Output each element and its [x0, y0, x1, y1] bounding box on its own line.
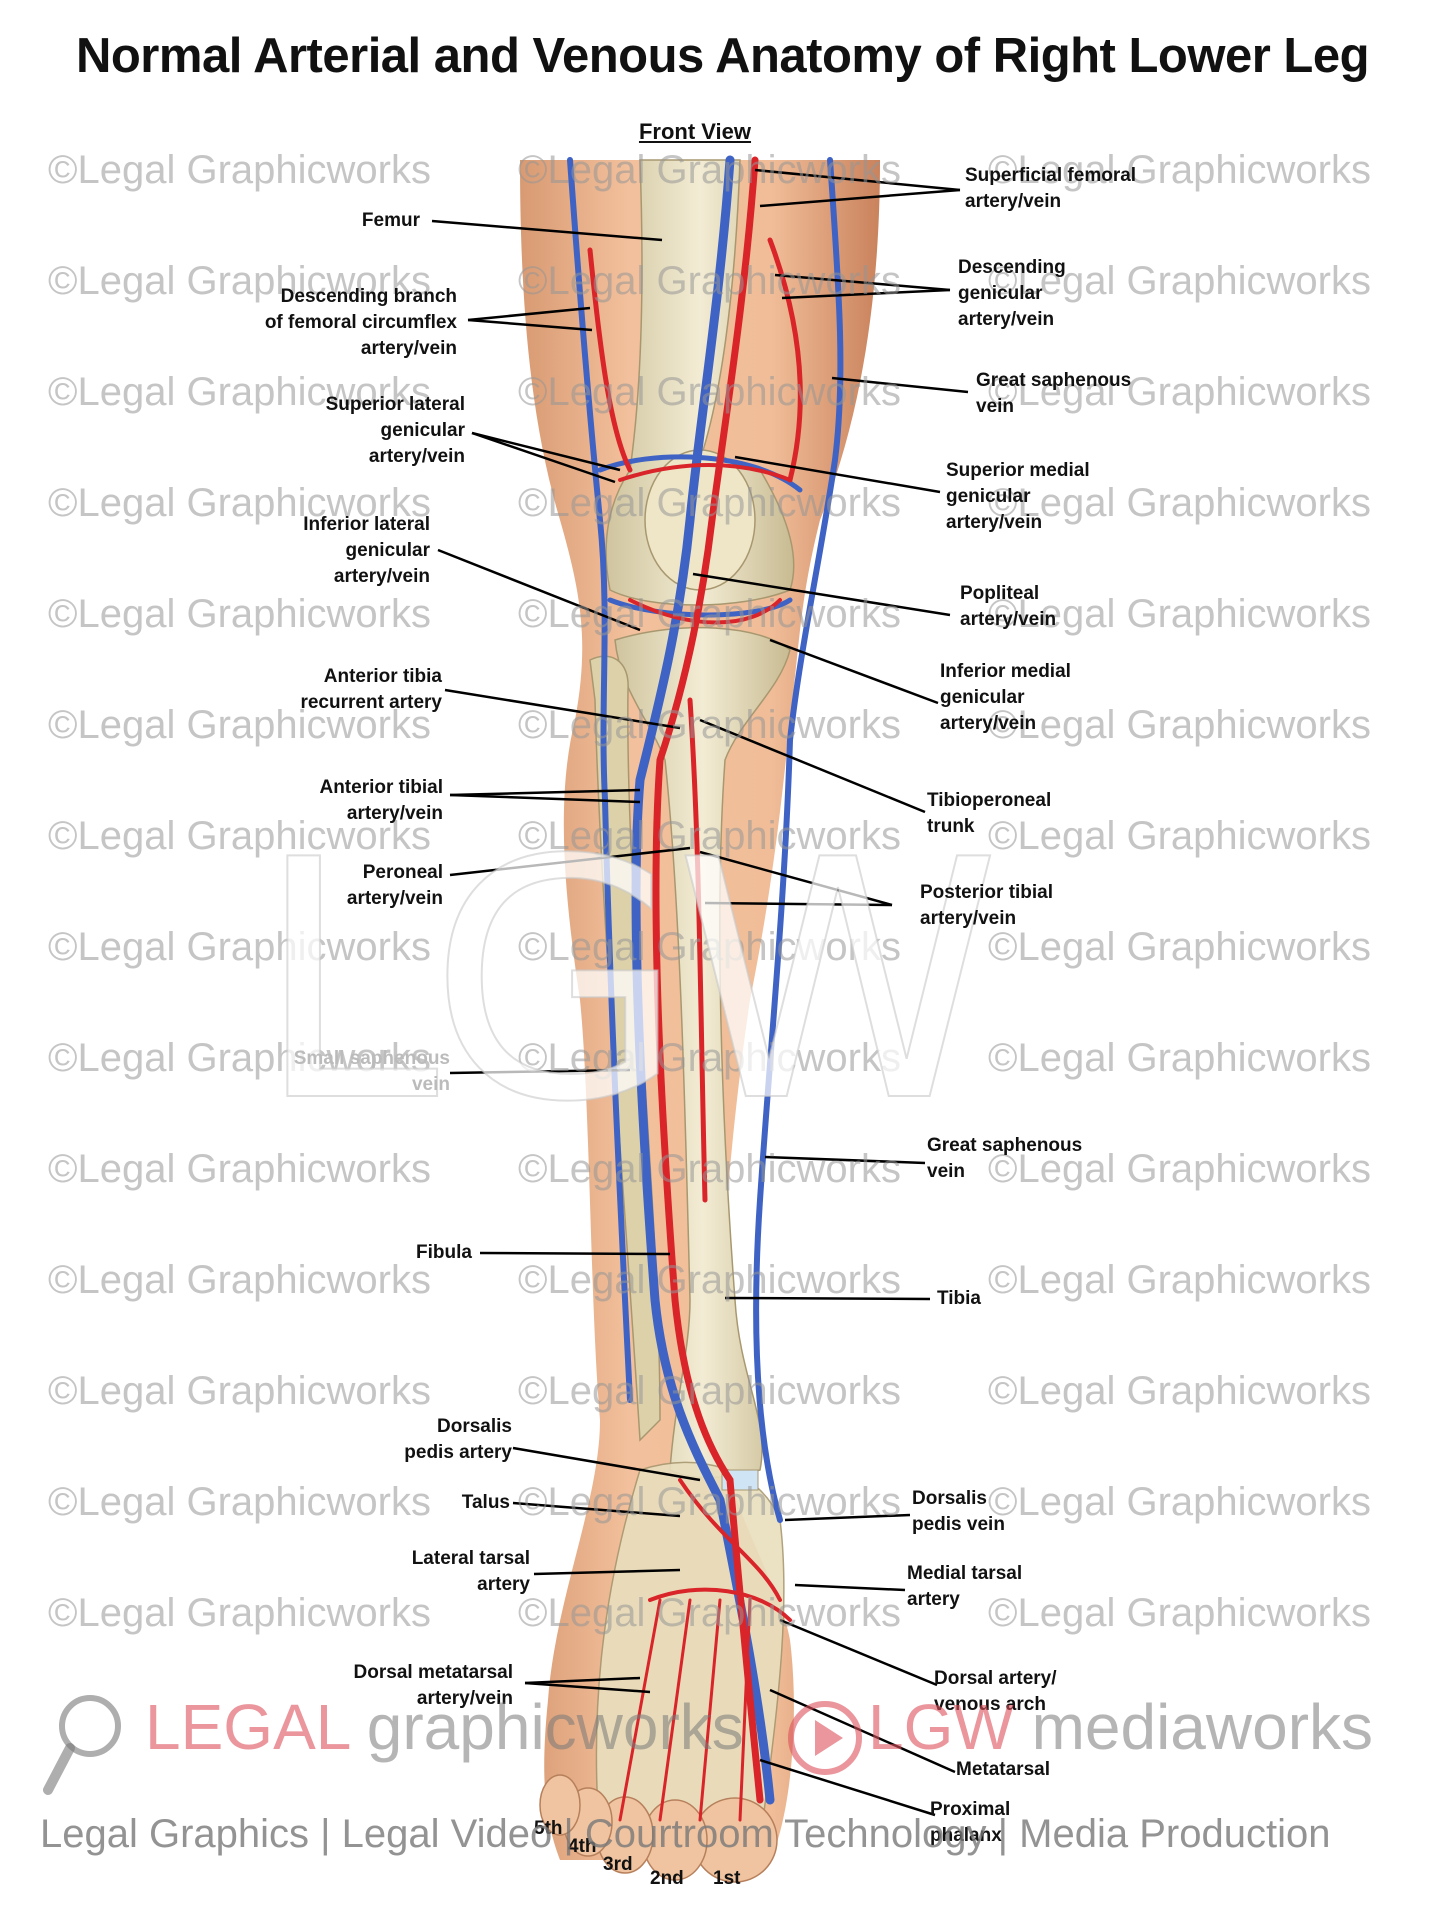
- brand-legal-graphicworks: LEGAL graphicworks: [145, 1690, 744, 1764]
- label-tibia: Tibia: [937, 1288, 981, 1309]
- watermark-text: ©Legal Graphicworks: [518, 592, 901, 636]
- magnifier-icon: [43, 1695, 121, 1795]
- label-medial-tarsal: Medial tarsal artery: [907, 1563, 1023, 1610]
- watermark-text: ©Legal Graphicworks: [518, 370, 901, 414]
- watermark-text: ©Legal Graphicworks: [518, 703, 901, 747]
- watermark-text: ©Legal Graphicworks: [48, 481, 431, 525]
- arteries: [587, 156, 803, 1822]
- watermark-text: ©Legal Graphicworks: [518, 1480, 901, 1524]
- watermark-text: ©Legal Graphicworks: [988, 1480, 1371, 1524]
- watermark-text: ©Legal Graphicworks: [48, 703, 431, 747]
- play-icon: [788, 1701, 862, 1775]
- brand-left-part1: LEGAL: [145, 1691, 349, 1763]
- toe-label-1st: 1st: [713, 1868, 741, 1889]
- watermark-text: ©Legal Graphicworks: [48, 592, 431, 636]
- label-tibioperoneal: Tibioperoneal trunk: [927, 790, 1052, 837]
- watermark-text: ©Legal Graphicworks: [988, 370, 1371, 414]
- toe-label-3rd: 3rd: [603, 1854, 633, 1875]
- brand-right-part1: LGW: [868, 1691, 1014, 1763]
- watermark-text: ©Legal Graphicworks: [518, 1036, 901, 1080]
- watermark-text: ©Legal Graphicworks: [988, 1036, 1371, 1080]
- watermark-text: ©Legal Graphicworks: [988, 592, 1371, 636]
- label-metatarsal: Metatarsal: [956, 1759, 1050, 1780]
- watermark-text: ©Legal Graphicworks: [988, 814, 1371, 858]
- label-anterior-tibial: Anterior tibial artery/vein: [319, 777, 443, 824]
- label-descending-genicular: Descending genicular artery/vein: [958, 257, 1066, 330]
- watermark-text: ©Legal Graphicworks: [518, 1147, 901, 1191]
- watermark-text: ©Legal Graphicworks: [48, 814, 431, 858]
- page-title: Normal Arterial and Venous Anatomy of Ri…: [75, 29, 1370, 83]
- view-subtitle: Front View: [638, 119, 752, 144]
- label-dorsal-arch: Dorsal artery/ venous arch: [934, 1668, 1057, 1715]
- watermark-text: ©Legal Graphicworks: [988, 1258, 1371, 1302]
- tagline: Legal Graphics | Legal Video | Courtroom…: [40, 1812, 1331, 1856]
- watermark-text: ©Legal Graphicworks: [48, 1591, 431, 1635]
- watermark-text: ©Legal Graphicworks: [518, 481, 901, 525]
- watermark-text: ©Legal Graphicworks: [518, 1369, 901, 1413]
- brand-lgw-mediaworks: LGW mediaworks: [868, 1690, 1373, 1764]
- label-dorsal-metatarsal: Dorsal metatarsal artery/vein: [353, 1662, 513, 1709]
- lgw-watermark: LGW: [254, 789, 1002, 1175]
- label-superficial-femoral: Superficial femoral artery/vein: [965, 165, 1137, 212]
- watermark-text: ©Legal Graphicworks: [48, 1258, 431, 1302]
- label-superior-lateral-genicular: Superior lateral genicular artery/vein: [325, 394, 465, 467]
- watermark-text: ©Legal Graphicworks: [48, 925, 431, 969]
- toes: [539, 1774, 778, 1883]
- label-talus: Talus: [461, 1492, 510, 1513]
- label-dorsalis-pedis-vein: Dorsalis pedis vein: [912, 1488, 1005, 1535]
- watermark-text: ©Legal Graphicworks: [48, 1147, 431, 1191]
- brand-right-part2: mediaworks: [1013, 1691, 1373, 1763]
- veins: [567, 155, 844, 1805]
- watermark-text: ©Legal Graphicworks: [518, 1258, 901, 1302]
- watermark-text: ©Legal Graphicworks: [518, 814, 901, 858]
- watermark-text: ©Legal Graphicworks: [988, 925, 1371, 969]
- label-great-saphenous-lower: Great saphenous vein: [927, 1135, 1083, 1182]
- leader-lines: [431, 168, 969, 1817]
- label-inferior-medial-genicular: Inferior medial genicular artery/vein: [940, 661, 1071, 734]
- label-fibula: Fibula: [416, 1242, 472, 1263]
- watermark-text: ©Legal Graphicworks: [48, 148, 431, 192]
- toe-label-2nd: 2nd: [650, 1868, 684, 1889]
- watermark-text: ©Legal Graphicworks: [48, 1036, 431, 1080]
- label-great-saphenous-upper: Great saphenous vein: [976, 370, 1132, 417]
- watermark-text: ©Legal Graphicworks: [988, 148, 1371, 192]
- label-lateral-tarsal: Lateral tarsal artery: [411, 1548, 530, 1595]
- watermark-text: ©Legal Graphicworks: [518, 1591, 901, 1635]
- watermark-text: ©Legal Graphicworks: [48, 259, 431, 303]
- brand-left-part2: graphicworks: [348, 1691, 744, 1763]
- label-femur: Femur: [361, 210, 420, 231]
- watermark-text: ©Legal Graphicworks: [988, 259, 1371, 303]
- watermark-text: ©Legal Graphicworks: [518, 925, 901, 969]
- watermark-text: ©Legal Graphicworks: [48, 370, 431, 414]
- label-descending-branch: Descending branch of femoral circumflex …: [264, 286, 457, 359]
- label-superior-medial-genicular: Superior medial genicular artery/vein: [946, 460, 1090, 533]
- watermark-text: ©Legal Graphicworks: [988, 1591, 1371, 1635]
- toe-label-4th: 4th: [568, 1836, 597, 1857]
- label-peroneal: Peroneal artery/vein: [346, 862, 443, 909]
- label-inferior-lateral-genicular: Inferior lateral genicular artery/vein: [303, 514, 430, 587]
- label-small-saphenous: Small saphenous vein: [293, 1048, 450, 1095]
- watermark-text: ©Legal Graphicworks: [48, 1480, 431, 1524]
- watermark-text: ©Legal Graphicworks: [518, 259, 901, 303]
- label-anterior-tibia-recurrent: Anterior tibia recurrent artery: [300, 666, 442, 713]
- label-proximal-phalanx: Proximal phalanx: [930, 1799, 1011, 1846]
- label-popliteal: Popliteal artery/vein: [960, 583, 1057, 630]
- label-posterior-tibial: Posterior tibial artery/vein: [920, 882, 1054, 929]
- watermark-text: ©Legal Graphicworks: [518, 148, 901, 192]
- watermark-text: ©Legal Graphicworks: [988, 1147, 1371, 1191]
- watermark-text: ©Legal Graphicworks: [988, 481, 1371, 525]
- watermark-text: ©Legal Graphicworks: [48, 1369, 431, 1413]
- watermark-text: ©Legal Graphicworks: [988, 1369, 1371, 1413]
- watermark-text: ©Legal Graphicworks: [988, 703, 1371, 747]
- toe-label-5th: 5th: [534, 1818, 563, 1839]
- label-dorsalis-pedis-artery: Dorsalis pedis artery: [404, 1416, 512, 1463]
